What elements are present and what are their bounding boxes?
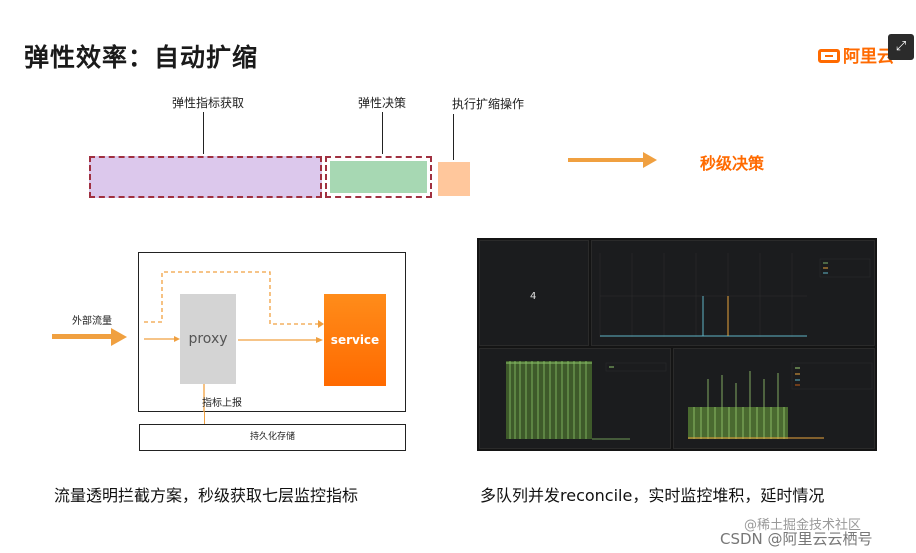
metrics-report-label: 指标上报 bbox=[202, 398, 242, 409]
proxy-service-head bbox=[316, 337, 323, 343]
expand-button[interactable]: ⤢ bbox=[888, 34, 914, 60]
bypass-route bbox=[144, 271, 318, 325]
cluster-box bbox=[138, 252, 406, 412]
inbound-traffic-label: 外部流量 bbox=[72, 316, 112, 327]
queue-panel bbox=[591, 240, 875, 346]
bypass-route-head bbox=[318, 320, 324, 328]
juejin-watermark: @稀土掘金技术社区 bbox=[744, 518, 862, 533]
execute-segment bbox=[438, 162, 470, 196]
metrics-report-line-lower bbox=[204, 412, 205, 424]
execute-tick bbox=[453, 114, 454, 160]
inbound-arrow-shaft bbox=[52, 334, 112, 339]
decision-segment-frame bbox=[325, 156, 432, 198]
csdn-watermark: CSDN @阿里云云栖号 bbox=[720, 530, 873, 548]
page-title: 弹性效率：自动扩缩 bbox=[24, 43, 259, 72]
decision-tick bbox=[382, 112, 383, 154]
metrics-phase-label: 弹性指标获取 bbox=[172, 96, 245, 110]
service-node: service bbox=[324, 294, 386, 386]
monitoring-dashboard: 4 bbox=[477, 238, 877, 451]
result-arrow-shaft bbox=[568, 158, 644, 162]
queue-chart bbox=[599, 253, 871, 337]
aliyun-logo: 阿里云 bbox=[818, 42, 894, 67]
decision-phase-label: 弹性决策 bbox=[358, 96, 407, 110]
proxy-inbound-head bbox=[174, 336, 180, 342]
metrics-segment bbox=[89, 156, 322, 198]
hpa-panel bbox=[479, 348, 671, 449]
latency-chart bbox=[688, 362, 873, 439]
result-arrow-head bbox=[643, 152, 657, 168]
latency-panel bbox=[673, 348, 875, 449]
stat-panel: 4 bbox=[479, 240, 589, 346]
logo-text: 阿里云 bbox=[843, 47, 894, 67]
result-label: 秒级决策 bbox=[700, 154, 765, 173]
flow-lines bbox=[144, 271, 324, 412]
hpa-chart bbox=[506, 361, 667, 440]
decision-segment bbox=[330, 161, 427, 193]
inbound-arrow-head bbox=[111, 328, 127, 346]
stat-value: 4 bbox=[530, 291, 537, 302]
dashboard-caption: 多队列并发reconcile，实时监控堆积，延时情况 bbox=[480, 486, 825, 505]
aliyun-logo-icon bbox=[818, 49, 840, 63]
expand-icon: ⤢ bbox=[895, 39, 907, 54]
architecture-caption: 流量透明拦截方案，秒级获取七层监控指标 bbox=[54, 486, 359, 505]
proxy-node: proxy bbox=[180, 294, 236, 384]
metrics-tick bbox=[203, 112, 204, 154]
execute-phase-label: 执行扩缩操作 bbox=[452, 97, 525, 111]
persistent-storage-node: 持久化存储 bbox=[139, 424, 406, 451]
